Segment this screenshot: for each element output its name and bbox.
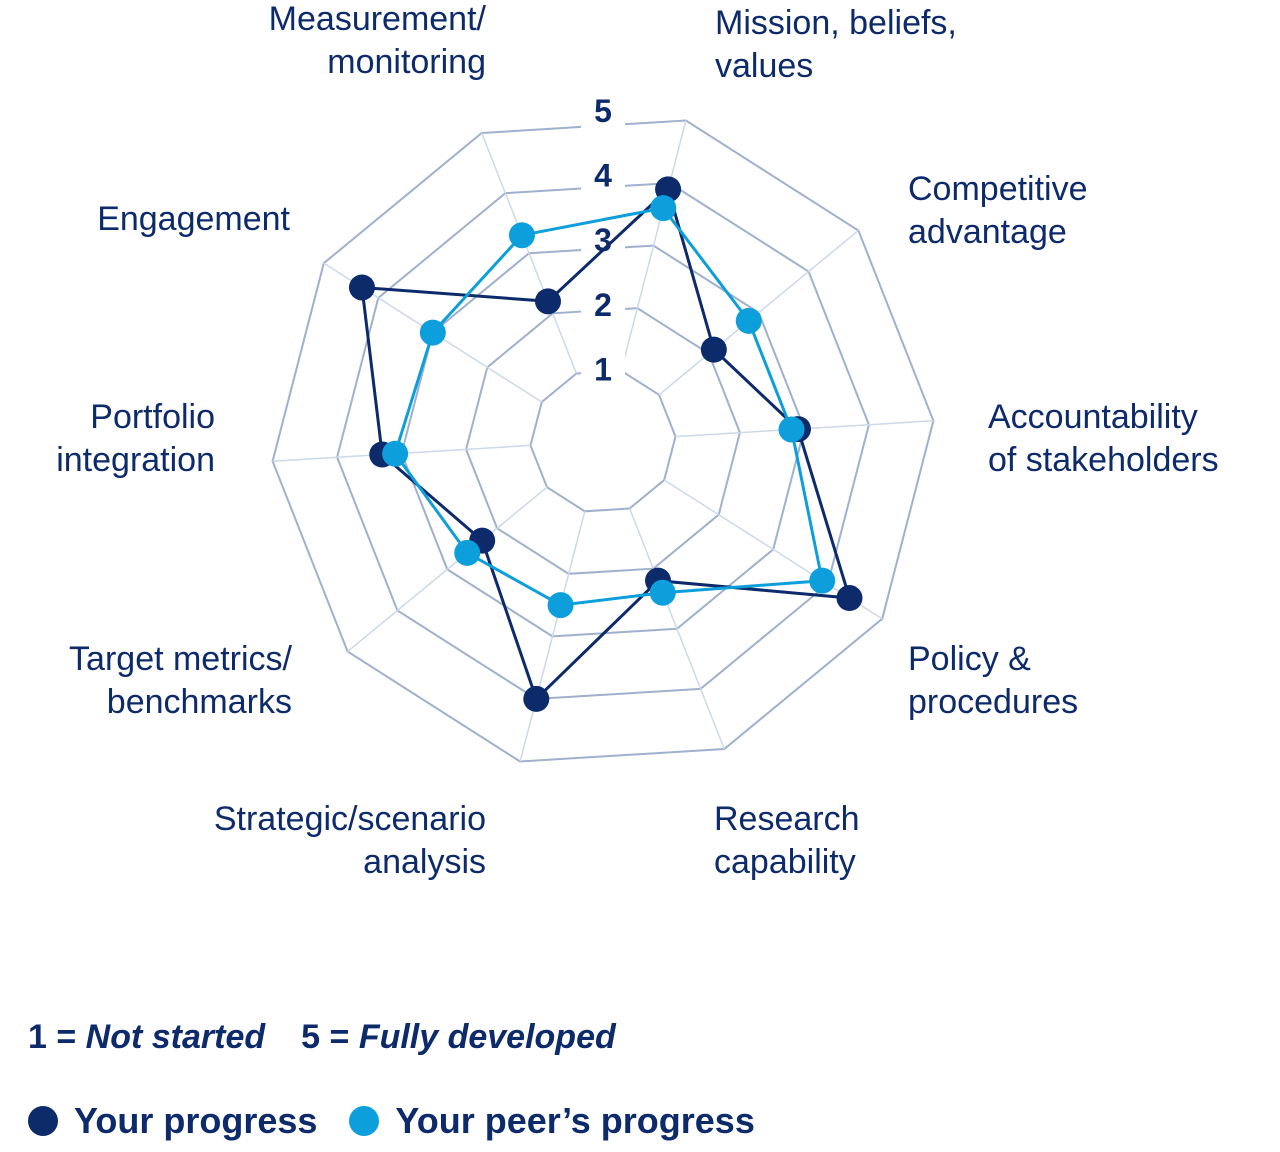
category-label-line: procedures — [908, 683, 1078, 721]
category-label-line: integration — [56, 441, 215, 479]
legend-label-peer-progress: Your peer’s progress — [395, 1100, 755, 1141]
category-label-line: advantage — [908, 213, 1067, 251]
tick-label-bg — [581, 160, 625, 195]
series-point-your-progress — [700, 336, 727, 363]
radar-tick-labels: 1 2 3 4 5 — [581, 93, 625, 389]
category-label-line: Engagement — [97, 200, 290, 238]
scale-max-note: 5 = Fully developed — [301, 1018, 616, 1056]
series-point-your-peer-s-progress — [547, 592, 574, 619]
tick-label-bg — [581, 96, 625, 130]
category-label: Mission, beliefs, values — [715, 4, 957, 85]
grid-spoke — [519, 511, 586, 762]
tick-label-bg — [581, 289, 625, 324]
category-label-line: Measurement/ — [269, 0, 487, 38]
category-label-line: Competitive — [908, 170, 1088, 208]
legend-swatch-your-progress — [28, 1106, 58, 1136]
category-label-line: Accountability — [988, 398, 1198, 436]
grid-ring-2 — [465, 307, 741, 575]
category-label: Portfolio integration — [56, 398, 215, 479]
legend-item-your-progress: Your progress — [28, 1100, 317, 1142]
series-point-your-peer-s-progress — [809, 567, 836, 594]
tick-label: 1 — [594, 351, 612, 387]
category-label-line: Portfolio — [90, 398, 215, 436]
category-label: Target metrics/benchmarks — [69, 640, 292, 721]
series-point-your-progress — [523, 685, 550, 712]
category-label-line: Mission, beliefs, — [715, 4, 957, 42]
category-label: Competitive advantage — [908, 170, 1088, 251]
category-label-line: Policy & — [908, 640, 1031, 678]
radar-grid — [271, 119, 935, 763]
series-point-your-peer-s-progress — [508, 222, 535, 249]
legend: Your progress Your peer’s progress — [28, 1100, 787, 1142]
legend-swatch-peer-progress — [349, 1106, 380, 1136]
series-point-your-peer-s-progress — [454, 539, 481, 566]
category-label-line: analysis — [363, 843, 486, 881]
category-label-line: Target metrics/ — [69, 640, 292, 678]
radar-series — [348, 176, 863, 712]
category-label: Policy & procedures — [908, 640, 1078, 721]
tick-label: 4 — [594, 158, 612, 194]
radar-spokes — [272, 120, 934, 762]
series-line-your-progress — [360, 186, 852, 702]
grid-spoke — [628, 508, 726, 750]
series-point-your-peer-s-progress — [650, 195, 677, 222]
tick-label: 3 — [594, 222, 612, 258]
tick-label-bg — [581, 354, 625, 389]
category-label-line: Research — [714, 800, 860, 838]
category-label: Measurement/monitoring — [269, 0, 487, 81]
scale-min-note: 1 = Not started — [28, 1018, 266, 1056]
grid-spoke — [620, 120, 687, 371]
series-point-your-progress — [534, 288, 561, 315]
category-label-line: Strategic/scenario — [214, 800, 486, 838]
tick-label: 5 — [594, 93, 612, 129]
series-point-your-peer-s-progress — [382, 440, 409, 467]
category-label: Research capability — [714, 800, 860, 881]
grid-ring-1 — [529, 369, 677, 513]
category-label-line: of stakeholders — [988, 441, 1219, 479]
series-point-your-peer-s-progress — [419, 319, 446, 346]
tick-label: 2 — [594, 287, 612, 323]
legend-label-your-progress: Your progress — [74, 1100, 318, 1141]
series-point-your-peer-s-progress — [778, 416, 805, 443]
series-point-your-peer-s-progress — [649, 579, 676, 606]
grid-spoke — [480, 132, 578, 374]
scale-note: 1 = Not started 5 = Fully developed — [28, 1018, 652, 1057]
category-label-line: values — [715, 47, 813, 85]
grid-spoke — [347, 486, 548, 653]
category-label-line: benchmarks — [107, 683, 292, 721]
series-point-your-progress — [836, 585, 863, 612]
category-label-line: monitoring — [327, 43, 486, 81]
series-point-your-peer-s-progress — [735, 307, 762, 334]
grid-ring-5 — [271, 119, 935, 763]
category-label: Strategic/scenario analysis — [214, 800, 486, 881]
category-label: Engagement — [97, 200, 290, 238]
category-label-line: capability — [714, 843, 856, 881]
tick-label-bg — [581, 225, 625, 260]
series-point-your-progress — [348, 274, 375, 301]
category-label: Accountability of stakeholders — [988, 398, 1219, 479]
legend-item-peer-progress: Your peer’s progress — [349, 1100, 755, 1142]
